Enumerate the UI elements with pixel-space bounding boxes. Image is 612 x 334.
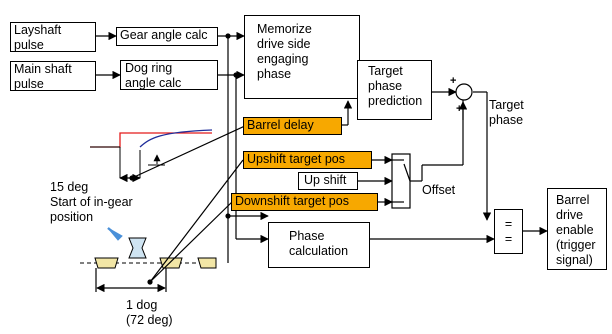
main-shaft-pulse-block: Main shaft pulse xyxy=(10,61,96,91)
comparator-bottom-label: = xyxy=(504,232,513,246)
summing-junction xyxy=(455,83,473,101)
downshift-target-pos-label: Downshift target pos xyxy=(235,194,349,208)
barrel-drive-enable-block: Barrel drive enable (trigger signal) xyxy=(547,188,607,270)
step-response-plot xyxy=(90,129,213,178)
up-shift-block: Up shift xyxy=(298,172,358,190)
selector-switch xyxy=(391,153,411,209)
phase-calculation-block: Phase calculation xyxy=(268,222,370,268)
dog-tooth-right xyxy=(197,257,217,269)
up-shift-label: Up shift xyxy=(304,173,347,187)
upshift-target-pos-label: Upshift target pos xyxy=(247,152,345,166)
offset-label: Offset xyxy=(422,183,456,197)
junction-dots xyxy=(225,33,239,219)
layshaft-pulse-block: Layshaft pulse xyxy=(10,22,96,52)
sum-plus-top: + xyxy=(450,75,457,87)
one-dog-label: 1 dog (72 deg) xyxy=(126,298,173,327)
dog-tooth-middle xyxy=(159,257,183,269)
downshift-target-pos-block: Downshift target pos xyxy=(231,193,378,211)
phase-calculation-label: Phase calculation xyxy=(289,229,349,258)
target-phase-prediction-block: Target phase prediction xyxy=(357,60,432,120)
target-phase-prediction-label: Target phase prediction xyxy=(368,64,423,108)
sum-plus-bottom: + xyxy=(456,103,463,115)
memorize-phase-label: Memorize drive side engaging phase xyxy=(257,22,312,81)
dog-tooth-left xyxy=(94,257,119,269)
comparator-block: = = xyxy=(494,209,523,254)
in-gear-position-label: 15 deg Start of in-gear position xyxy=(50,180,133,224)
upshift-target-pos-block: Upshift target pos xyxy=(243,151,372,169)
dog-ring-angle-calc-block: Dog ring angle calc xyxy=(120,60,218,90)
dog-ring-sketch xyxy=(80,227,217,269)
dog-ring-angle-calc-label: Dog ring angle calc xyxy=(125,61,182,90)
target-phase-label: Target phase xyxy=(489,98,524,127)
memorize-phase-block: Memorize drive side engaging phase xyxy=(244,15,360,99)
barrel-drive-enable-label: Barrel drive enable (trigger signal) xyxy=(556,193,596,267)
gear-angle-calc-block: Gear angle calc xyxy=(116,27,218,46)
upshift-leader xyxy=(149,159,244,283)
delayed-response-curve xyxy=(139,129,213,148)
gear-angle-calc-label: Gear angle calc xyxy=(120,28,208,42)
dog-ring-tooth xyxy=(128,237,147,259)
comparator-top-label: = xyxy=(504,217,513,231)
main-shaft-pulse-label: Main shaft pulse xyxy=(14,62,72,91)
switch-contacts xyxy=(392,159,411,203)
one-dog-dimension xyxy=(95,268,167,293)
barrel-delay-label: Barrel delay xyxy=(247,118,314,132)
layshaft-pulse-label: Layshaft pulse xyxy=(14,23,62,52)
barrel-delay-leader xyxy=(131,124,248,179)
downshift-leader xyxy=(149,201,233,283)
barrel-delay-block: Barrel delay xyxy=(243,117,342,135)
signal-lines xyxy=(96,31,548,263)
